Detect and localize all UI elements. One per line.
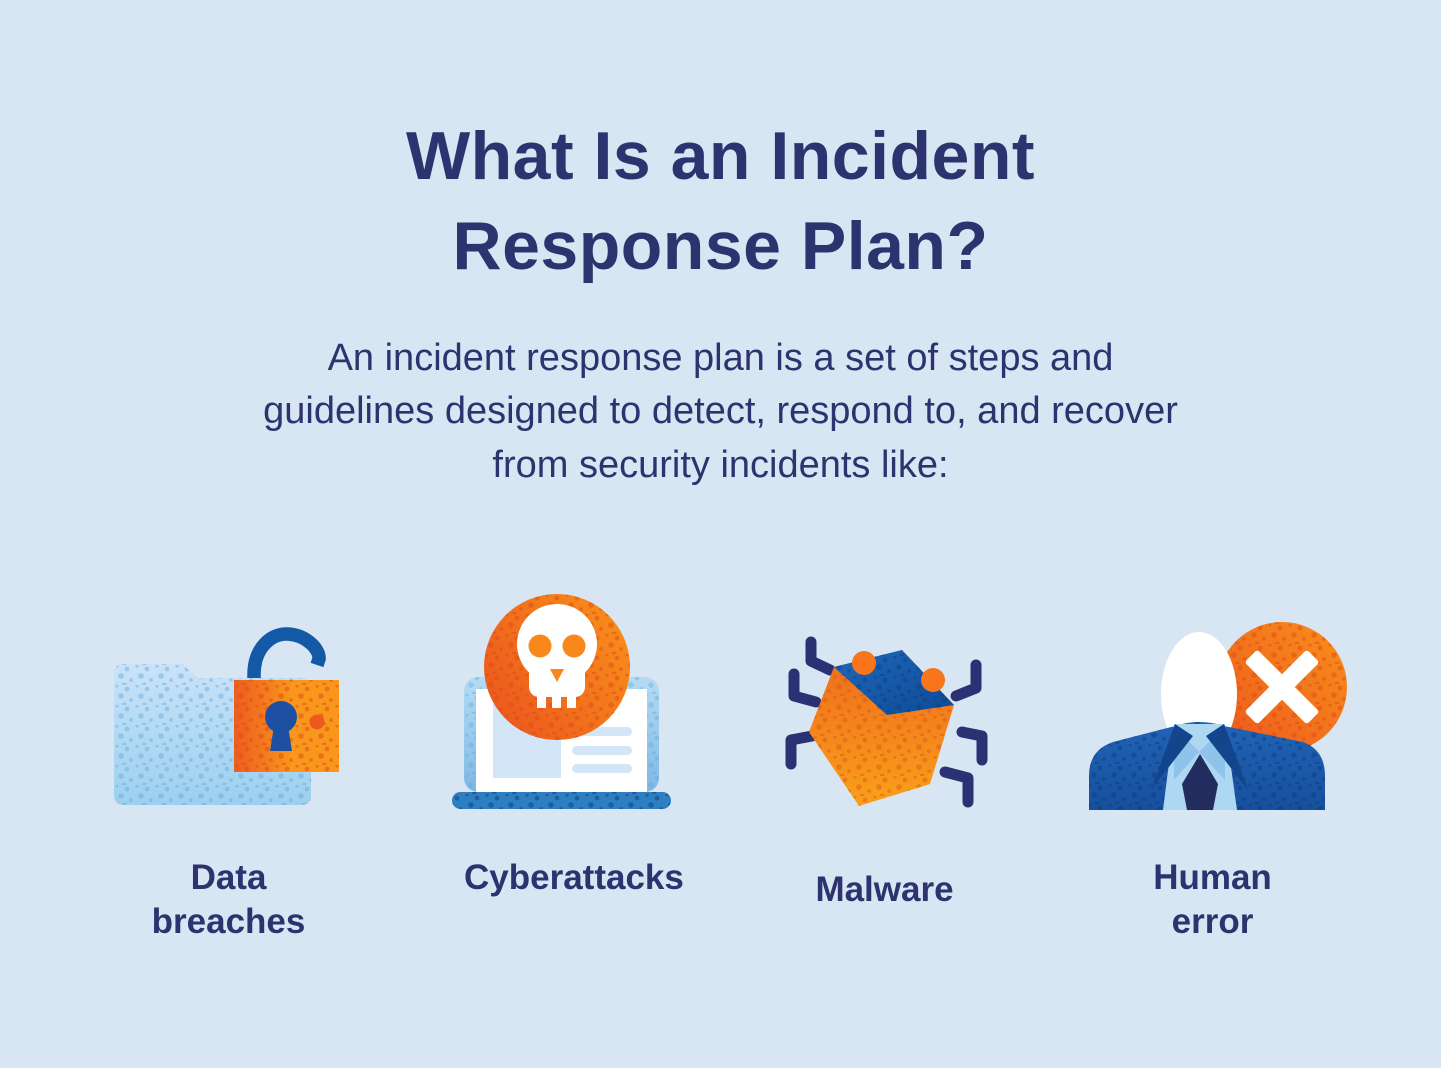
padlock-shackle bbox=[246, 627, 326, 703]
incident-card-malware: Malware bbox=[721, 560, 1049, 945]
keyhole bbox=[264, 701, 297, 733]
incident-label-data-breaches: Data breaches bbox=[151, 858, 306, 942]
page-title: What Is an Incident Response Plan? bbox=[405, 118, 1036, 284]
malware-bug-icon bbox=[782, 560, 988, 810]
padlock-body bbox=[233, 680, 339, 772]
incident-label-malware: Malware bbox=[815, 870, 954, 909]
person-error-icon bbox=[1077, 560, 1349, 810]
lapel-left bbox=[1150, 724, 1193, 790]
tie bbox=[1181, 754, 1218, 810]
x-mark bbox=[1245, 650, 1318, 724]
folder-lock-icon bbox=[104, 560, 354, 810]
incident-card-data-breaches: Data breaches bbox=[65, 560, 393, 945]
error-badge bbox=[1216, 622, 1347, 752]
laptop-skull-icon bbox=[434, 560, 679, 810]
incident-card-cyberattacks: Cyberattacks bbox=[393, 560, 721, 945]
incident-label-cyberattacks: Cyberattacks bbox=[464, 858, 684, 897]
skull-badge bbox=[484, 594, 630, 740]
incident-label-human-error: Human error bbox=[1153, 858, 1272, 942]
incident-card-human-error: Human error bbox=[1049, 560, 1377, 945]
incident-list: Data breaches bbox=[0, 560, 1441, 945]
bug-legs bbox=[785, 636, 987, 808]
person bbox=[1088, 632, 1325, 810]
page-subtitle: An incident response plan is a set of st… bbox=[263, 336, 1178, 487]
lapel-right bbox=[1205, 724, 1248, 790]
skull bbox=[517, 604, 597, 708]
bug-body bbox=[808, 650, 954, 806]
